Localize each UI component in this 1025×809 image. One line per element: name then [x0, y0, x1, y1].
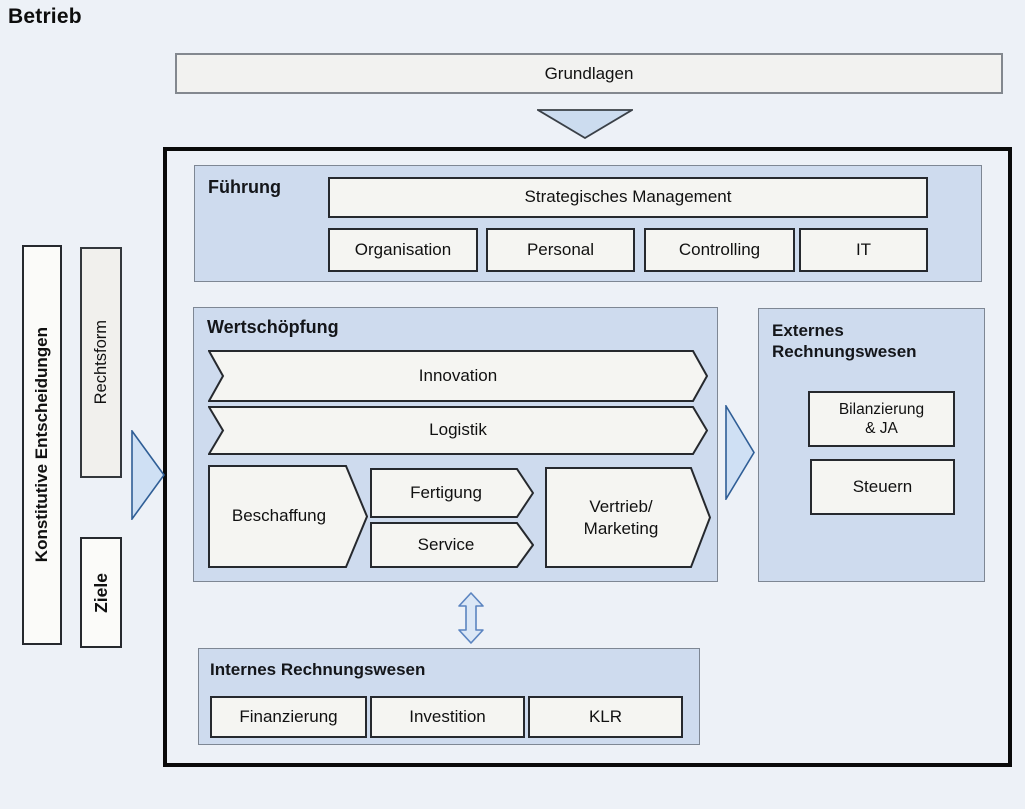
vertrieb-line2: Marketing [583, 518, 659, 538]
ziele-box: Ziele [80, 537, 122, 648]
beschaffung-arrow: Beschaffung [208, 465, 368, 568]
investition-label: Investition [409, 706, 486, 726]
logistik-label: Logistik [429, 420, 487, 440]
finanzierung-box: Finanzierung [210, 696, 367, 738]
bilanzierung-ja-box: Bilanzierung & JA [808, 391, 955, 447]
organisation-box: Organisation [328, 228, 478, 272]
konstitutive-entscheidungen-label: Konstitutive Entscheidungen [32, 327, 51, 563]
vertrieb-marketing-label: Vertrieb/ Marketing [584, 496, 673, 539]
personal-box: Personal [486, 228, 635, 272]
externes-title: Externes Rechnungswesen [772, 320, 917, 363]
vertrieb-line1: Vertrieb/ [589, 497, 653, 517]
page-title: Betrieb [8, 5, 82, 28]
grundlagen-box: Grundlagen [175, 53, 1003, 94]
klr-box: KLR [528, 696, 683, 738]
down-arrow-icon [534, 109, 636, 140]
ziele-label: Ziele [90, 572, 111, 613]
right-arrow-icon [725, 403, 755, 502]
klr-label: KLR [588, 706, 623, 726]
innovation-label: Innovation [418, 365, 498, 385]
fuehrung-title: Führung [208, 177, 281, 197]
personal-label: Personal [526, 239, 595, 259]
strategisches-management-label: Strategisches Management [524, 187, 732, 207]
finanzierung-label: Finanzierung [239, 706, 338, 726]
wertschoepfung-title: Wertschöpfung [207, 317, 339, 337]
controlling-label: Controlling [678, 239, 761, 259]
service-arrow: Service [370, 522, 534, 568]
steuern-label: Steuern [852, 476, 913, 496]
logistik-arrow: Logistik [208, 406, 708, 455]
externes-title-line1: Externes [772, 321, 844, 340]
steuern-box: Steuern [810, 459, 955, 515]
rechtsform-box: Rechtsform [80, 247, 122, 478]
bilanzierung-line1: Bilanzierung [838, 400, 925, 418]
it-label: IT [855, 239, 872, 259]
grundlagen-label: Grundlagen [544, 63, 634, 83]
organisation-label: Organisation [354, 239, 452, 259]
vertrieb-marketing-arrow: Vertrieb/ Marketing [545, 467, 711, 568]
bilanzierung-ja-label: Bilanzierung & JA [839, 400, 924, 439]
service-label: Service [417, 534, 475, 554]
controlling-box: Controlling [644, 228, 795, 272]
rechtsform-label: Rechtsform [91, 320, 110, 405]
strategisches-management-box: Strategisches Management [328, 177, 928, 218]
internes-title: Internes Rechnungswesen [210, 660, 426, 679]
fertigung-arrow: Fertigung [370, 468, 534, 518]
investition-box: Investition [370, 696, 525, 738]
konstitutive-entscheidungen-box: Konstitutive Entscheidungen [22, 245, 62, 645]
fertigung-label: Fertigung [410, 482, 482, 502]
beschaffung-label: Beschaffung [231, 506, 327, 526]
innovation-arrow: Innovation [208, 350, 708, 402]
main-frame [163, 147, 1012, 767]
up-down-arrow-icon [458, 592, 484, 644]
left-rail-right-arrow-icon [131, 428, 165, 522]
externes-title-line2: Rechnungswesen [772, 342, 917, 362]
it-box: IT [799, 228, 928, 272]
bilanzierung-line2: & JA [865, 420, 898, 437]
